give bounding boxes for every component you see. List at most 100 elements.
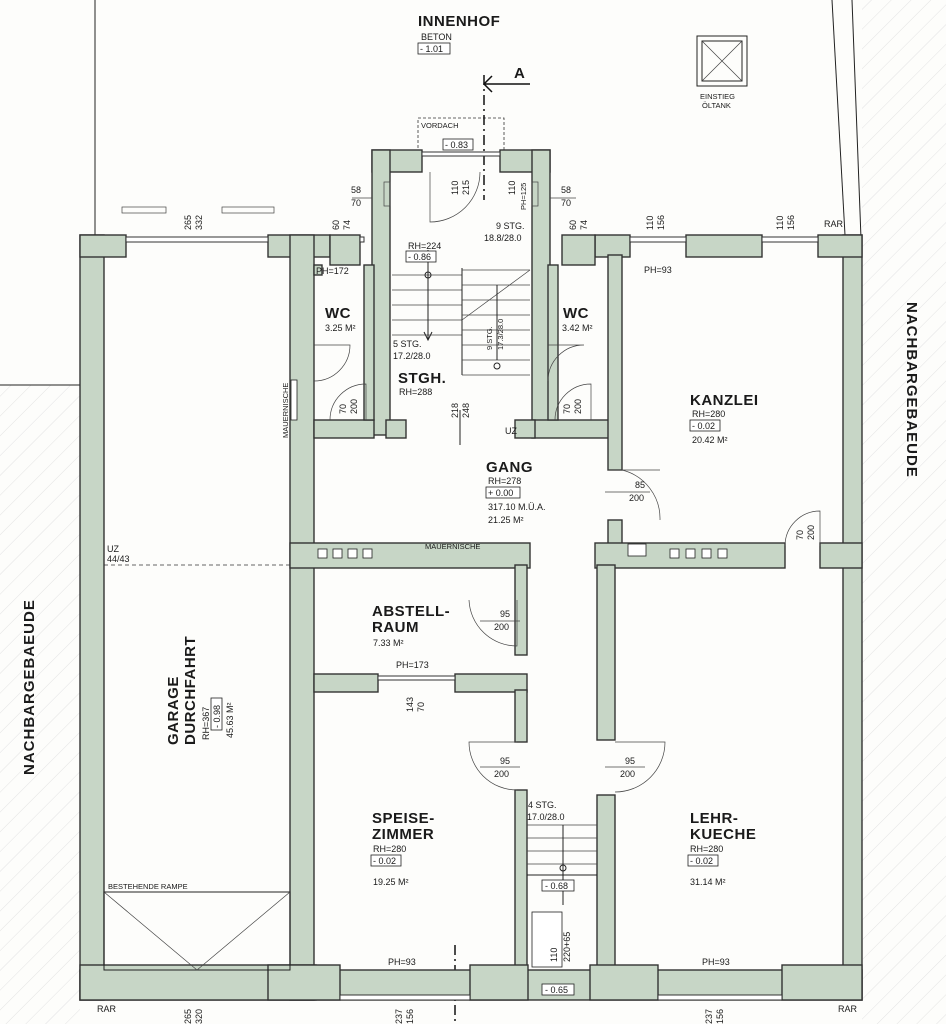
abstell-area: 7.33 M² — [373, 638, 404, 648]
stgh-9stg-a: 9 STG. — [496, 221, 525, 231]
garage-rh: RH=367 — [201, 707, 211, 740]
svg-text:237: 237 — [394, 1009, 404, 1024]
kanzlei-ph: PH=93 — [644, 265, 672, 275]
kanzlei-area: 20.42 M² — [692, 435, 728, 445]
garage-title-1: GARAGE — [165, 676, 182, 745]
svg-text:200: 200 — [494, 769, 509, 779]
svg-text:200: 200 — [349, 399, 359, 414]
garage-area: 45.63 M² — [225, 702, 235, 738]
svg-text:95: 95 — [500, 756, 510, 766]
gang-rh: RH=278 — [488, 476, 521, 486]
garage-level: - 0.98 — [212, 705, 222, 728]
wall-niches — [290, 379, 728, 559]
svg-text:70: 70 — [338, 404, 348, 414]
dimension-labels: 58 70 58 70 60 74 60 74 110 156 110 156 … — [183, 180, 816, 1024]
neighbor-left-hatch — [0, 385, 80, 1024]
svg-text:70: 70 — [795, 530, 805, 540]
ramp — [103, 891, 291, 971]
gang-moa: 317.10 M.Ü.A. — [488, 502, 546, 512]
room-kanzlei: PH=93 KANZLEI RH=280 - 0.02 20.42 M² — [644, 265, 758, 445]
stgh-9stg-b-dim: 17.3/28.0 — [496, 319, 505, 350]
wc-left-ph: PH=172 — [316, 266, 349, 276]
courtyard-lines — [0, 0, 863, 386]
svg-text:60: 60 — [331, 220, 341, 230]
lehr-rh: RH=280 — [690, 844, 723, 854]
svg-text:70: 70 — [416, 702, 426, 712]
room-lehrkueche: LEHR- KUECHE RH=280 - 0.02 31.14 M² PH=9… — [687, 810, 756, 967]
room-gang: GANG RH=278 + 0.00 317.10 M.Ü.A. 21.25 M… — [425, 459, 546, 551]
svg-text:215: 215 — [461, 180, 471, 195]
svg-text:74: 74 — [579, 220, 589, 230]
stgh-rh-top: RH=224 — [408, 241, 441, 251]
lehr-level: - 0.02 — [690, 856, 713, 866]
rar-top: RAR — [824, 219, 844, 229]
stair-lower-level-bottom: - 0.65 — [545, 985, 568, 995]
stairs-lower — [527, 824, 597, 968]
speise-ph: PH=93 — [388, 957, 416, 967]
speise-title-2: ZIMMER — [372, 826, 434, 843]
garage-uz: UZ — [107, 544, 119, 554]
stgh-9stg-b: 9 STG. — [485, 326, 494, 350]
lehr-area: 31.14 M² — [690, 877, 726, 887]
svg-text:95: 95 — [625, 756, 635, 766]
room-garage: GARAGE DURCHFAHRT RH=367 - 0.98 45.63 M²… — [107, 383, 290, 891]
kanzlei-rh: RH=280 — [692, 409, 725, 419]
rar-bottom-right: RAR — [838, 1004, 858, 1014]
svg-text:60: 60 — [568, 220, 578, 230]
svg-text:58: 58 — [561, 185, 571, 195]
stgh-uz: UZ — [505, 426, 517, 436]
svg-text:218: 218 — [450, 403, 460, 418]
windows — [121, 151, 819, 1001]
svg-text:110: 110 — [507, 181, 517, 195]
wc-left-title: WC — [325, 305, 351, 322]
stair-lower-dim: 17.0/28.0 — [527, 812, 565, 822]
svg-text:200: 200 — [494, 622, 509, 632]
walls — [79, 149, 863, 1001]
stair-lower-stg: 4 STG. — [528, 800, 557, 810]
garage-uz-value: 44/43 — [107, 554, 130, 564]
oeltank-label: ÖLTANK — [702, 101, 731, 110]
speise-rh: RH=280 — [373, 844, 406, 854]
svg-text:200: 200 — [806, 525, 816, 540]
svg-text:70: 70 — [561, 198, 571, 208]
svg-text:156: 156 — [786, 215, 796, 230]
neighbor-right-hatch — [862, 0, 946, 1024]
abstell-title-1: ABSTELL- — [372, 603, 450, 620]
innenhof-beton: BETON — [421, 32, 452, 42]
svg-text:237: 237 — [704, 1009, 714, 1024]
stgh-5stg-dim: 17.2/28.0 — [393, 351, 431, 361]
svg-text:110: 110 — [775, 216, 785, 230]
svg-text:70: 70 — [351, 198, 361, 208]
svg-text:95: 95 — [500, 609, 510, 619]
garage-mauernische: MAUERNISCHE — [281, 383, 290, 438]
svg-text:265: 265 — [183, 1009, 193, 1024]
svg-text:200: 200 — [620, 769, 635, 779]
svg-text:332: 332 — [194, 215, 204, 230]
neighbor-right-label: NACHBARGEBAEUDE — [903, 302, 920, 478]
svg-text:200: 200 — [629, 493, 644, 503]
garage-title-2: DURCHFAHRT — [182, 636, 199, 745]
wc-left-area: 3.25 M² — [325, 323, 356, 333]
stgh-rh: RH=288 — [399, 387, 432, 397]
svg-text:265: 265 — [183, 215, 193, 230]
svg-text:200: 200 — [573, 399, 583, 414]
wc-right-area: 3.42 M² — [562, 323, 593, 333]
gang-title: GANG — [486, 459, 533, 476]
svg-text:156: 156 — [656, 215, 666, 230]
svg-text:110: 110 — [645, 216, 655, 230]
neighbor-left-label: NACHBARGEBAEUDE — [21, 599, 38, 775]
speise-level: - 0.02 — [373, 856, 396, 866]
gang-mauernische: MAUERNISCHE — [425, 542, 480, 551]
svg-text:70: 70 — [562, 404, 572, 414]
abstell-ph: PH=173 — [396, 660, 429, 670]
innenhof-label: INNENHOF — [418, 13, 500, 30]
wc-right-title: WC — [563, 305, 589, 322]
doors — [313, 171, 821, 793]
svg-text:156: 156 — [405, 1009, 415, 1024]
rar-bottom-left: RAR — [97, 1004, 117, 1014]
speise-area: 19.25 M² — [373, 877, 409, 887]
svg-text:220+65: 220+65 — [562, 932, 572, 962]
room-stairwell: RH=224 - 0.86 9 STG. 18.8/28.0 5 STG. 17… — [393, 221, 525, 436]
einstieg-label: EINSTIEG — [700, 92, 735, 101]
room-wc-right: WC 3.42 M² — [562, 305, 593, 333]
